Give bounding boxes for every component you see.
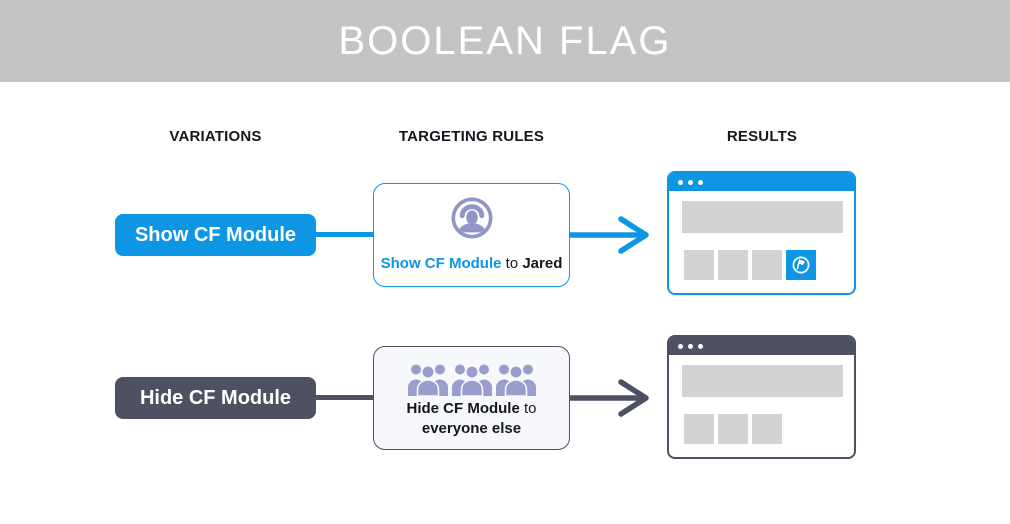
targeting-rule-card-show: Show CF Module to Jared [373, 183, 570, 287]
single-user-icon [450, 197, 493, 239]
window-dot [698, 343, 703, 349]
column-header-targeting-rules: TARGETING RULES [398, 128, 545, 145]
cf-module-tile [786, 250, 816, 280]
audience-name: everyone else [421, 420, 522, 437]
arrow-right-icon [570, 379, 649, 417]
flag-icon [792, 256, 810, 274]
crowd-icon [406, 363, 537, 396]
window-dot [688, 179, 693, 185]
content-tile [718, 250, 748, 280]
arrow-right-icon [570, 216, 649, 254]
column-header-results: RESULTS [726, 128, 798, 145]
content-tile [752, 414, 782, 444]
header-band: BOOLEAN FLAG [0, 0, 1010, 82]
browser-window-with-module [667, 171, 856, 295]
rule-text: Show CF Module to Jared [381, 254, 563, 274]
window-dot [678, 343, 683, 349]
rule-connector: to [523, 400, 537, 417]
content-tile [752, 250, 782, 280]
connector-line [315, 232, 373, 237]
variation-button-hide: Hide CF Module [115, 377, 316, 419]
content-tile-row [684, 250, 854, 280]
content-tile [684, 414, 714, 444]
window-dot [698, 179, 703, 185]
window-titlebar [669, 337, 854, 355]
flag-name: Show CF Module [380, 255, 502, 272]
browser-window-without-module [667, 335, 856, 459]
column-header-variations: VARIATIONS [169, 128, 262, 145]
page-title: BOOLEAN FLAG [338, 18, 672, 63]
rule-text: Hide CF Module to everyone else [406, 399, 536, 439]
content-tile [684, 250, 714, 280]
content-tile-row [684, 414, 854, 444]
window-dot [688, 343, 693, 349]
window-titlebar [669, 173, 854, 191]
rule-connector: to [505, 255, 519, 272]
window-dot [678, 179, 683, 185]
audience-name: Jared [522, 255, 563, 272]
connector-line [315, 395, 373, 400]
content-banner-placeholder [682, 365, 843, 397]
targeting-rule-card-hide: Hide CF Module to everyone else [373, 346, 570, 450]
content-banner-placeholder [682, 201, 843, 233]
variation-button-show: Show CF Module [115, 214, 316, 256]
content-tile [718, 414, 748, 444]
flag-name: Hide CF Module [406, 400, 520, 417]
